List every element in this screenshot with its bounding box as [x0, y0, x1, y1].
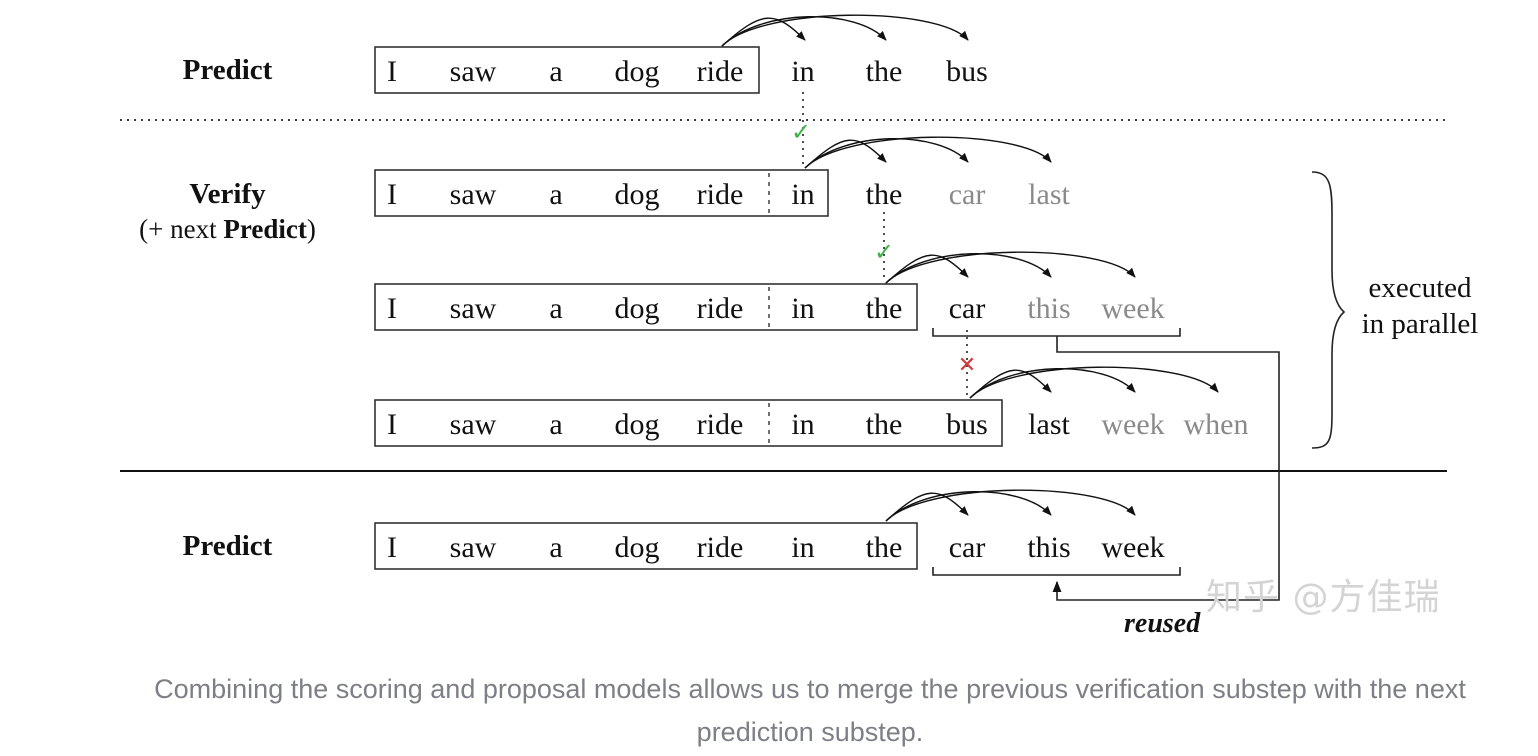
context-box	[374, 283, 918, 331]
context-box	[374, 399, 1003, 447]
token-verify-2-9: week	[1101, 292, 1165, 325]
dependency-arc	[804, 136, 1052, 169]
verify-sublabel: (+ next Predict)	[139, 214, 316, 244]
token-predict-bottom-5: in	[791, 531, 815, 564]
token-verify-3-6: the	[865, 408, 903, 441]
dependency-arc	[885, 489, 1136, 522]
token-predict-top-3: dog	[614, 55, 660, 88]
watermark: 知乎 @方佳瑞	[1206, 577, 1441, 618]
reused-label: reused	[1124, 608, 1201, 639]
dependency-arc	[969, 369, 1052, 399]
token-predict-top-5: in	[791, 55, 815, 88]
token-predict-top-2: a	[549, 55, 563, 88]
accept-check-icon: ✓	[873, 238, 895, 266]
token-verify-3-1: saw	[449, 408, 497, 441]
token-verify-3-2: a	[549, 408, 563, 441]
reuse-connector	[1052, 336, 1280, 601]
token-predict-bottom-7: car	[948, 531, 986, 564]
token-predict-bottom-6: the	[865, 531, 903, 564]
dependency-arc	[721, 17, 806, 47]
token-verify-2-6: the	[865, 292, 903, 325]
token-verify-1-3: dog	[614, 178, 660, 211]
token-verify-2-3: dog	[614, 292, 660, 325]
executed-label-line2: in parallel	[1361, 308, 1479, 340]
token-verify-3-0: I	[387, 408, 397, 441]
token-verify-2-8: this	[1027, 292, 1071, 325]
token-predict-bottom-4: ride	[696, 531, 744, 564]
token-predict-top-1: saw	[449, 55, 497, 88]
token-predict-bottom-0: I	[387, 531, 397, 564]
token-verify-3-8: last	[1028, 408, 1070, 441]
token-verify-2-5: in	[791, 292, 815, 325]
token-verify-2-7: car	[948, 292, 986, 325]
token-predict-bottom-2: a	[549, 531, 563, 564]
token-verify-2-0: I	[387, 292, 397, 325]
parallel-brace	[1311, 171, 1346, 449]
token-verify-2-1: saw	[449, 292, 497, 325]
token-predict-top-4: ride	[696, 55, 744, 88]
token-verify-3-7: bus	[946, 408, 988, 441]
token-verify-3-3: dog	[614, 408, 660, 441]
token-predict-top-7: bus	[946, 55, 988, 88]
token-verify-1-7: car	[948, 178, 986, 211]
token-verify-2-4: ride	[696, 292, 744, 325]
token-predict-bottom-1: saw	[449, 531, 497, 564]
dependency-arc	[885, 254, 969, 284]
context-box	[374, 46, 760, 94]
predict-bottom-label: Predict	[182, 530, 273, 562]
token-predict-bottom-3: dog	[614, 531, 660, 564]
dependency-arc	[969, 366, 1219, 399]
token-verify-1-4: ride	[696, 178, 744, 211]
token-verify-3-9: week	[1101, 408, 1165, 441]
token-verify-1-2: a	[549, 178, 563, 211]
diagram: Predict Verify (+ next Predict) Predict …	[120, 14, 1479, 639]
figure-caption: Combining the scoring and proposal model…	[154, 674, 1466, 747]
accept-check-icon: ✓	[790, 118, 812, 146]
proposal-bracket	[932, 567, 1181, 576]
diagram-graphics	[120, 14, 1447, 601]
predict-top-label: Predict	[182, 54, 273, 86]
token-verify-1-0: I	[387, 178, 397, 211]
context-box	[374, 522, 918, 570]
token-verify-2-2: a	[549, 292, 563, 325]
token-verify-1-6: the	[865, 178, 903, 211]
token-verify-1-1: saw	[449, 178, 497, 211]
reject-cross-icon: ✕	[957, 353, 977, 378]
token-verify-3-5: in	[791, 408, 815, 441]
dependency-arc	[721, 14, 969, 47]
proposal-bracket	[932, 328, 1181, 337]
token-verify-3-4: ride	[696, 408, 744, 441]
verify-label: Verify	[189, 178, 266, 210]
token-predict-bottom-8: this	[1027, 531, 1071, 564]
token-verify-1-5: in	[791, 178, 815, 211]
dependency-arc	[885, 251, 1136, 284]
token-predict-bottom-9: week	[1101, 531, 1165, 564]
dependency-arc	[885, 492, 969, 522]
token-verify-1-8: last	[1028, 178, 1070, 211]
token-predict-top-0: I	[387, 55, 397, 88]
dependency-arc	[804, 139, 887, 169]
token-predict-top-6: the	[865, 55, 903, 88]
context-box	[374, 169, 829, 217]
token-verify-3-10: when	[1183, 408, 1249, 441]
executed-label-line1: executed	[1368, 272, 1472, 304]
